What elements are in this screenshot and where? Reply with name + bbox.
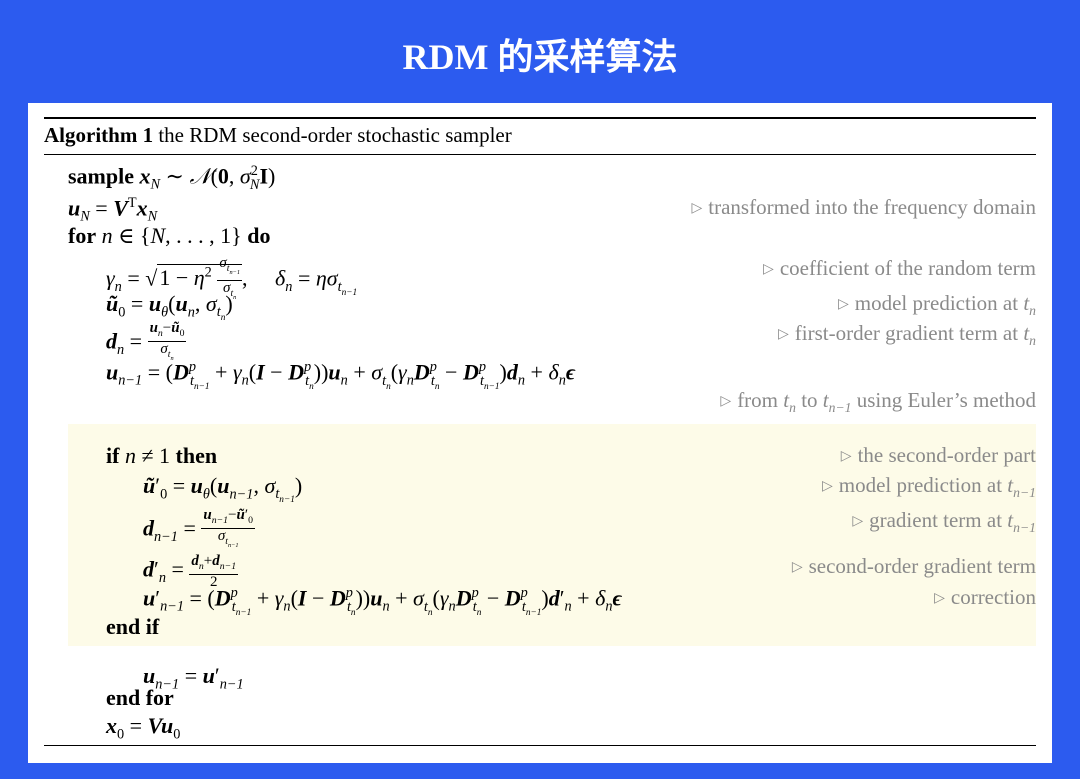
- algorithm-panel: Algorithm 1 the RDM second-order stochas…: [28, 103, 1052, 763]
- comment-coefficient: ▷coefficient of the random term: [763, 256, 1036, 280]
- bottom-rule: [44, 745, 1036, 746]
- comment-correction: ▷correction: [934, 585, 1036, 609]
- code-output: x0 = Vu0: [106, 713, 181, 743]
- algo-line-prediction-prev: ũ′0 = uθ(un−1, σtn−1) ▷model prediction …: [28, 473, 1036, 506]
- algo-line-end-for: end for: [28, 685, 1036, 715]
- page-title: RDM 的采样算法: [402, 37, 678, 77]
- algo-line-for: for n ∈ {N, . . . , 1} do: [28, 223, 1036, 253]
- algo-line-prediction: ũ0 = uθ(un, σtn) ▷model prediction at tn: [28, 291, 1036, 324]
- algo-line-sample: sample xN ∼ 𝒩(0, σ2NI): [28, 163, 1036, 193]
- comment-second-order: ▷the second-order part: [840, 443, 1036, 467]
- code-sample: sample xN ∼ 𝒩(0, σ2NI): [68, 163, 276, 193]
- comment-euler: ▷from tn to tn−1 using Euler’s method: [720, 388, 1036, 416]
- algorithm-title: the RDM second-order stochastic sampler: [158, 123, 512, 147]
- comment-second-gradient: ▷second-order gradient term: [791, 554, 1036, 578]
- comment-prediction: ▷model prediction at tn: [838, 291, 1036, 319]
- code-correction: u′n−1 = (Dptn−1 + γn(I − Dptn))un + σtn(…: [143, 585, 622, 618]
- code-update: un−1 = (Dptn−1 + γn(I − Dptn))un + σtn(γ…: [106, 359, 576, 392]
- algo-line-output: x0 = Vu0: [28, 713, 1036, 743]
- keyword-end-for: end for: [106, 685, 174, 710]
- keyword-sample: sample: [68, 163, 134, 189]
- second-order-highlight: [68, 424, 1036, 646]
- keyword-do: do: [247, 223, 271, 248]
- algo-line-end-if: end if: [28, 614, 1036, 644]
- keyword-then: then: [175, 443, 218, 468]
- keyword-end-if: end if: [106, 614, 160, 639]
- keyword-for: for: [68, 223, 97, 248]
- comment-gradient-prev: ▷gradient term at tn−1: [852, 508, 1036, 536]
- code-if: if n ≠ 1 then: [106, 443, 218, 468]
- algo-line-euler: ▷from tn to tn−1 using Euler’s method: [28, 388, 1036, 418]
- header-rule: [44, 154, 1036, 155]
- comment-transform: ▷transformed into the frequency domain: [691, 195, 1036, 219]
- comment-gradient: ▷first-order gradient term at tn: [777, 321, 1036, 349]
- code-transform: uN = VTxN: [68, 195, 158, 225]
- comment-prediction-prev: ▷model prediction at tn−1: [821, 473, 1036, 501]
- code-for: for n ∈ {N, . . . , 1} do: [68, 223, 271, 248]
- code-assign: un−1 = u′n−1: [143, 663, 244, 693]
- algo-line-assign: un−1 = u′n−1: [28, 663, 1036, 693]
- algo-line-transform: uN = VTxN ▷transformed into the frequenc…: [28, 195, 1036, 225]
- algorithm-header: Algorithm 1 the RDM second-order stochas…: [44, 123, 512, 148]
- keyword-if: if: [106, 443, 120, 468]
- code-prediction-prev: ũ′0 = uθ(un−1, σtn−1): [143, 473, 303, 506]
- code-prediction: ũ0 = uθ(un, σtn): [106, 291, 233, 324]
- algo-line-if: if n ≠ 1 then ▷the second-order part: [28, 443, 1036, 473]
- algo-line-update: un−1 = (Dptn−1 + γn(I − Dptn))un + σtn(γ…: [28, 359, 1036, 392]
- algorithm-label: Algorithm 1: [44, 123, 154, 147]
- top-rule: [44, 117, 1036, 119]
- algo-line-correction: u′n−1 = (Dptn−1 + γn(I − Dptn))un + σtn(…: [28, 585, 1036, 618]
